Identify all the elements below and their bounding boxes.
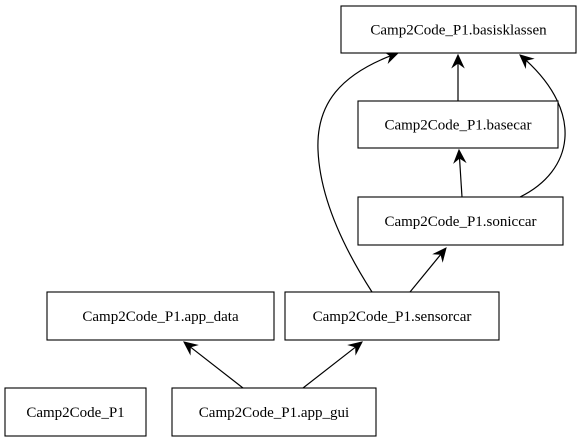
edge-sensorcar-to-basisklassen [317, 51, 400, 293]
node-box [171, 387, 377, 437]
node-soniccar: Camp2Code_P1.soniccar [357, 196, 564, 246]
node-label: Camp2Code_P1.basisklassen [370, 23, 547, 39]
node-label: Camp2Code_P1.basecar [384, 118, 531, 134]
arrowhead-icon [432, 247, 447, 263]
edge-app_gui-to-app_data [183, 341, 244, 389]
edge-line [458, 149, 463, 198]
edge-line [409, 247, 447, 293]
nodes-layer: Camp2Code_P1.basisklassenCamp2Code_P1.ba… [4, 5, 577, 437]
node-label: Camp2Code_P1.app_gui [199, 405, 349, 421]
edge-sensorcar-to-soniccar [409, 247, 447, 293]
arrowhead-icon [519, 54, 535, 69]
node-sensorcar: Camp2Code_P1.sensorcar [284, 291, 500, 341]
edge-soniccar-to-basecar [453, 148, 467, 198]
node-box [357, 196, 564, 246]
node-box [46, 291, 275, 341]
node-basisklassen: Camp2Code_P1.basisklassen [340, 5, 577, 54]
node-box [340, 5, 577, 54]
node-label: Camp2Code_P1.soniccar [384, 214, 536, 230]
edge-basecar-to-basisklassen [451, 53, 465, 101]
node-box [284, 291, 500, 341]
edge-line [183, 341, 244, 389]
node-label: Camp2Code_P1.app_data [82, 309, 239, 325]
edge-line [302, 341, 363, 389]
edge-line [519, 54, 566, 198]
node-label: Camp2Code_P1.sensorcar [313, 309, 472, 325]
arrowhead-icon [453, 148, 467, 164]
node-basecar: Camp2Code_P1.basecar [357, 100, 559, 149]
edges-layer [183, 51, 566, 389]
node-box [357, 100, 559, 149]
arrowhead-icon [183, 341, 199, 356]
edge-line [317, 52, 399, 293]
arrowhead-icon [451, 53, 465, 69]
node-label: Camp2Code_P1 [26, 405, 124, 421]
edge-app_gui-to-sensorcar [302, 341, 363, 389]
node-app-gui: Camp2Code_P1.app_gui [171, 387, 377, 437]
node-box [4, 387, 147, 437]
node-app-data: Camp2Code_P1.app_data [46, 291, 275, 341]
node-root: Camp2Code_P1 [4, 387, 147, 437]
arrowhead-icon [347, 341, 363, 356]
edge-soniccar-to-basisklassen [519, 54, 566, 198]
